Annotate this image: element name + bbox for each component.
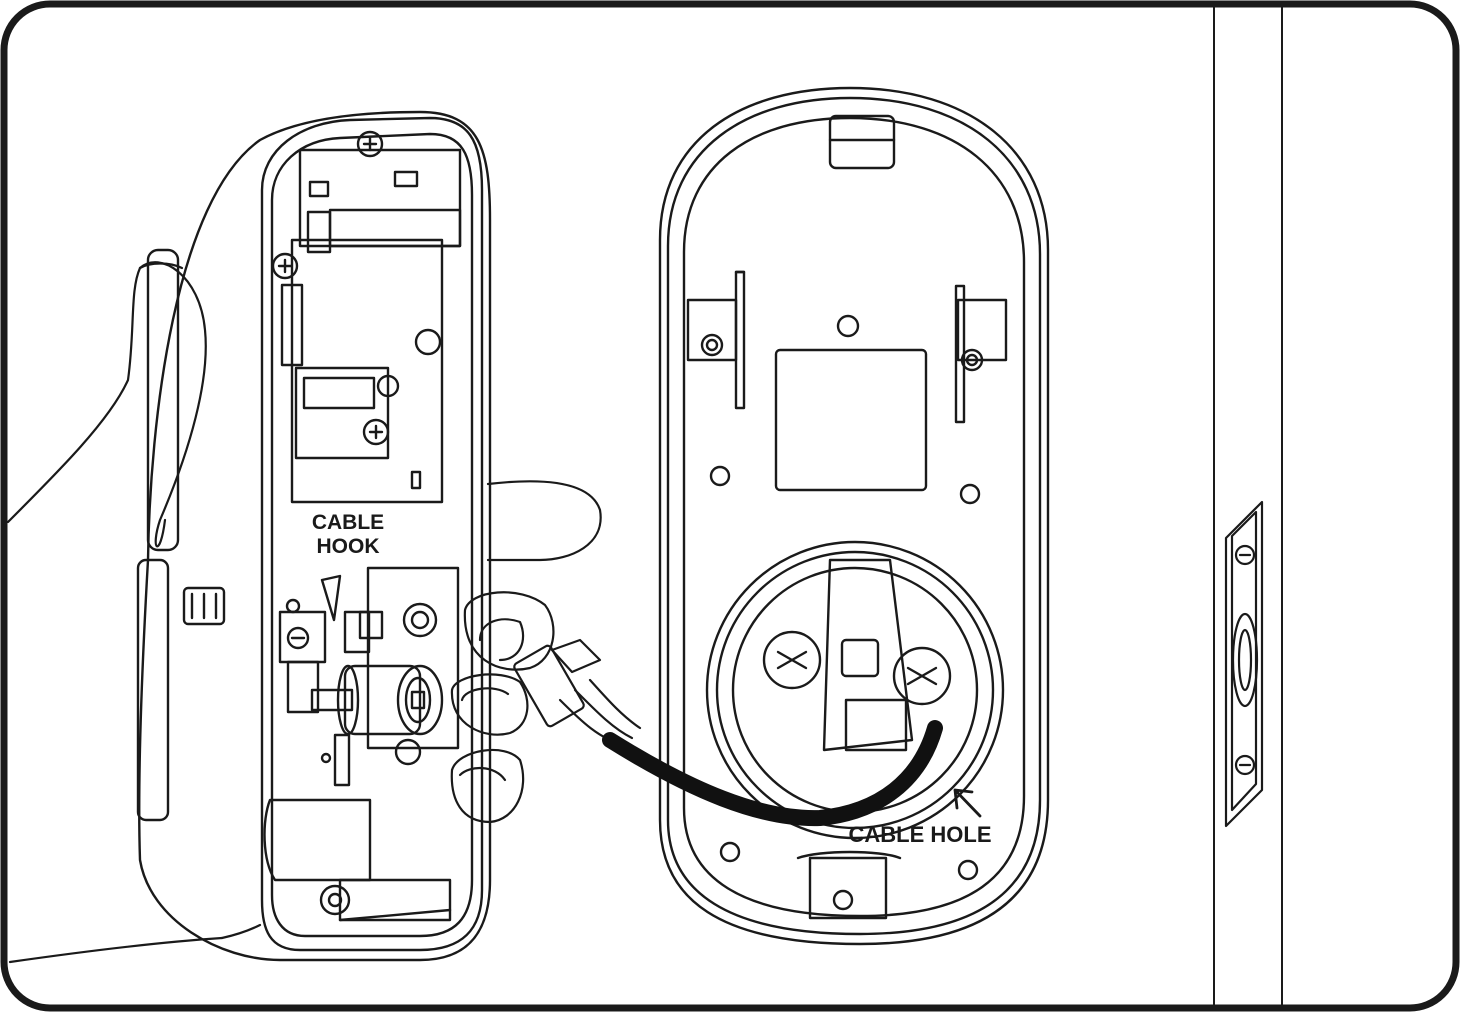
mount-screw-right (892, 646, 952, 706)
cable-hook-label-line2: HOOK (317, 535, 380, 558)
fingertip-2 (450, 673, 529, 736)
fingertip-3 (450, 748, 525, 824)
cable-hook-label-line1: CABLE (312, 511, 384, 534)
cable-hole-arrow (953, 788, 982, 818)
cable-hole-ring (705, 540, 1005, 840)
mounting-plate (658, 86, 1050, 946)
vent-slots (182, 586, 226, 626)
latch-plate (1224, 500, 1264, 828)
cable-hole-label: CABLE HOLE (849, 822, 992, 847)
door-edge (1213, 5, 1283, 1009)
cable-connector (513, 638, 642, 747)
mount-screw-left (762, 630, 822, 690)
cable (602, 720, 943, 827)
circuit-board (290, 238, 444, 504)
interior-assembly (136, 110, 492, 962)
